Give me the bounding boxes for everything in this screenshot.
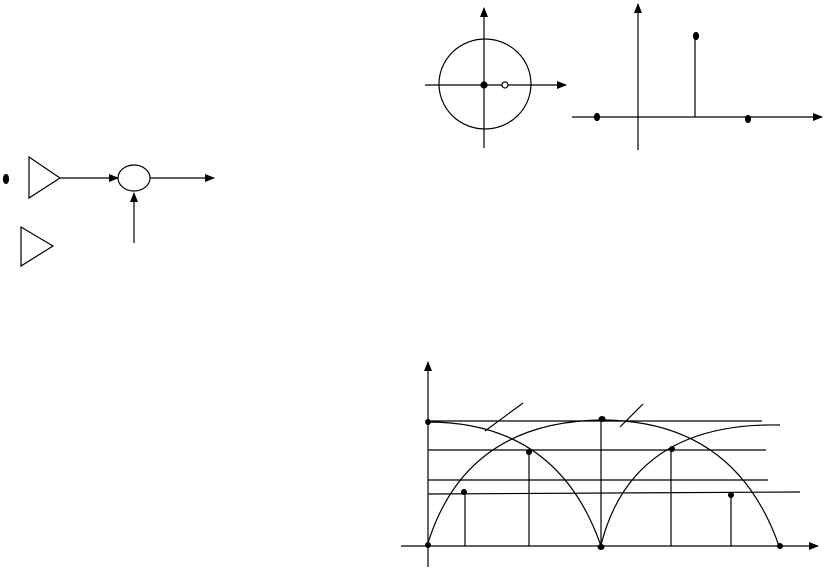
increasing-arc-2 [601, 425, 780, 545]
point [597, 544, 605, 550]
stem-right-dot [744, 114, 752, 124]
marked-points [425, 416, 783, 550]
pole-dot [481, 82, 487, 88]
point [598, 416, 606, 422]
increasing-arc-1 [428, 420, 601, 543]
level-line-4 [428, 492, 800, 494]
stem-plot [572, 3, 823, 150]
block-diagram [2, 157, 215, 266]
summing-junction-circle [117, 164, 151, 192]
stem-left-dot [593, 112, 601, 122]
stem-top-dot [692, 31, 700, 41]
point [669, 446, 675, 452]
input-dot [2, 173, 10, 185]
decreasing-arc-1 [428, 422, 601, 546]
leader-line-2 [620, 404, 643, 427]
pole-zero-plot [425, 7, 567, 148]
gain-triangle-block [29, 157, 60, 198]
point [425, 542, 431, 548]
zero-open-circle [502, 82, 508, 88]
decreasing-arc-2 [601, 420, 779, 546]
unit-circle [438, 38, 532, 130]
lone-triangle-block [21, 227, 53, 266]
point [461, 489, 467, 495]
point [728, 492, 734, 498]
leader-line-1 [485, 403, 523, 431]
point [526, 449, 532, 455]
point [777, 543, 783, 549]
point [425, 419, 431, 425]
frequency-curves-plot [401, 361, 819, 567]
